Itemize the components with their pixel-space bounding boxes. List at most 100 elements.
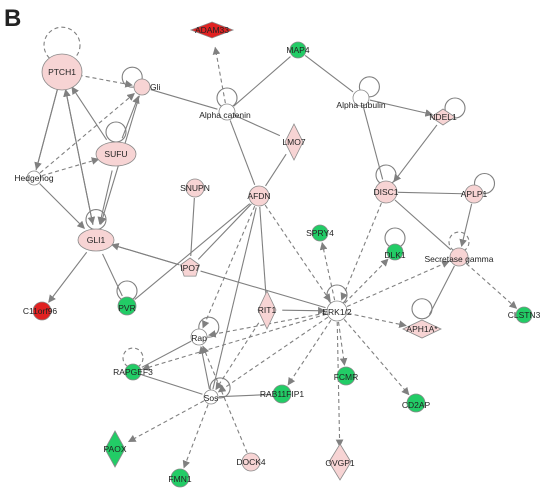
node-shape-C11orf96 — [32, 301, 52, 321]
edge-PVR-AFDN — [134, 203, 251, 301]
node-shape-Gli — [133, 78, 151, 96]
edge-GLI1-C11orf96 — [48, 251, 88, 303]
node-NDEL1[interactable]: NDEL1 — [429, 108, 457, 126]
panel-label: B — [4, 5, 21, 32]
edge-IPO7-GLI1 — [110, 242, 180, 266]
self-loop-APLP1 — [473, 172, 496, 195]
node-FMN1[interactable]: FMN1 — [168, 468, 192, 488]
node-shape-SPRY4 — [311, 224, 329, 242]
edge-GLI1-PTCH1 — [63, 88, 94, 226]
node-IPO7[interactable]: IPO7 — [180, 257, 200, 277]
edge-AlphaCatenin-LMO7 — [234, 115, 281, 137]
node-shape-CLSTN3 — [515, 306, 533, 324]
edge-ERK12-Sos — [217, 316, 329, 393]
node-label-DOCK4: DOCK4 — [236, 457, 266, 467]
node-label-Rap: Rap — [191, 333, 207, 343]
node-label-SUFU: SUFU — [104, 149, 127, 159]
node-label-RIT1: RIT1 — [258, 305, 277, 315]
node-label-IPO7: IPO7 — [180, 263, 200, 273]
node-SPRY4[interactable]: SPRY4 — [306, 224, 334, 242]
node-shape-FCMR — [336, 366, 356, 386]
node-shape-SNUPN — [185, 178, 205, 198]
node-shape-AFDN — [248, 185, 270, 207]
edge-AFDN-RIT1 — [259, 206, 267, 294]
node-ERK12[interactable]: ERK1/2 — [322, 300, 352, 322]
edge-AFDN-IPO7 — [197, 203, 252, 260]
node-label-FMN1: FMN1 — [168, 474, 191, 484]
node-AlphaTubulin[interactable]: Alpha tubulin — [336, 89, 386, 110]
node-FCMR[interactable]: FCMR — [334, 366, 359, 386]
node-shape-AlphaTubulin — [352, 89, 370, 107]
node-PVR[interactable]: PVR — [117, 296, 137, 316]
node-label-PTCH1: PTCH1 — [48, 67, 76, 77]
node-label-APLP1: APLP1 — [461, 189, 488, 199]
edge-IPO7-ERK12 — [200, 270, 326, 309]
node-DOCK4[interactable]: DOCK4 — [236, 452, 266, 472]
edge-ERK12-FCMR — [337, 321, 348, 366]
node-RAPGEF3[interactable]: RAPGEF3 — [113, 363, 153, 381]
node-ADAM33[interactable]: ADAM33 — [189, 21, 235, 39]
self-loop-NDEL1 — [444, 97, 466, 119]
node-shape-DOCK4 — [241, 452, 261, 472]
node-RAB11FIP1[interactable]: RAB11FIP1 — [260, 384, 305, 404]
node-C11orf96[interactable]: C11orf96 — [23, 301, 58, 321]
node-Hedgehog[interactable]: Hedgehog — [14, 170, 54, 186]
node-OVGP1[interactable]: OVGP1 — [325, 443, 355, 481]
node-label-RAB11FIP1: RAB11FIP1 — [260, 389, 305, 399]
node-SecretaseGamma[interactable]: Secretase gamma — [425, 247, 494, 267]
node-shape-FMN1 — [170, 468, 190, 488]
node-SUFU[interactable]: SUFU — [95, 141, 137, 167]
edge-Hedgehog-GLI1 — [39, 183, 85, 229]
node-SNUPN[interactable]: SNUPN — [180, 178, 210, 198]
node-label-OVGP1: OVGP1 — [325, 458, 355, 468]
node-PTCH1[interactable]: PTCH1 — [41, 53, 83, 91]
edge-Hedgehog-PTCH1 — [35, 89, 58, 171]
edge-Gli-AlphaCatenin — [150, 89, 218, 110]
edge-MAP4-AlphaTubulin — [304, 55, 354, 93]
node-DISC1[interactable]: DISC1 — [373, 180, 399, 204]
edge-ERK12-RAB11FIP1 — [287, 319, 332, 386]
node-GLI1[interactable]: GLI1 — [77, 228, 115, 252]
node-PAOX[interactable]: PAOX — [104, 430, 127, 468]
node-Gli[interactable]: Gli — [133, 78, 161, 96]
edge-SUFU-Gli — [121, 95, 140, 139]
edge-SUFU-PTCH1 — [71, 86, 108, 141]
node-label-CD2AP: CD2AP — [402, 400, 431, 410]
node-RIT1[interactable]: RIT1 — [257, 290, 277, 330]
node-AFDN[interactable]: AFDN — [247, 185, 271, 207]
node-CD2AP[interactable]: CD2AP — [402, 393, 431, 413]
node-CLSTN3[interactable]: CLSTN3 — [508, 306, 541, 324]
edge-AFDN-Rap — [202, 205, 256, 329]
node-shape-APLP1 — [464, 184, 484, 204]
node-DLK1[interactable]: DLK1 — [384, 243, 406, 261]
edge-APLP1-SecretaseGamma — [459, 203, 473, 248]
node-label-ADAM33: ADAM33 — [195, 25, 229, 35]
node-shape-SUFU — [95, 141, 137, 167]
edge-DISC1-SecretaseGamma — [394, 199, 452, 251]
node-label-Hedgehog: Hedgehog — [14, 173, 54, 183]
node-Sos[interactable]: Sos — [203, 389, 219, 405]
node-shape-OVGP1 — [328, 443, 352, 481]
node-Rap[interactable]: Rap — [190, 328, 208, 346]
node-shape-DISC1 — [374, 180, 398, 204]
node-label-LMO7: LMO7 — [282, 137, 305, 147]
node-label-C11orf96: C11orf96 — [23, 306, 58, 316]
node-LMO7[interactable]: LMO7 — [282, 123, 306, 161]
node-APLP1[interactable]: APLP1 — [461, 184, 488, 204]
node-MAP4[interactable]: MAP4 — [286, 41, 310, 59]
node-shape-RIT1 — [257, 290, 277, 330]
node-label-RAPGEF3: RAPGEF3 — [113, 367, 153, 377]
edge-ERK12-SPRY4 — [319, 242, 336, 301]
self-loop-APH1A — [411, 298, 433, 320]
edge-DISC1-APLP1 — [397, 191, 464, 195]
node-label-FCMR: FCMR — [334, 372, 359, 382]
node-label-PVR: PVR — [118, 303, 135, 313]
node-shape-GLI1 — [77, 228, 115, 252]
node-shape-SecretaseGamma — [449, 247, 469, 267]
node-AlphaCatenin[interactable]: Alpha catenin — [199, 103, 251, 121]
node-label-AFDN: AFDN — [247, 191, 270, 201]
self-loop-SUFU — [105, 121, 127, 143]
node-APH1A[interactable]: APH1A* — [402, 319, 442, 339]
node-label-NDEL1: NDEL1 — [429, 112, 457, 122]
